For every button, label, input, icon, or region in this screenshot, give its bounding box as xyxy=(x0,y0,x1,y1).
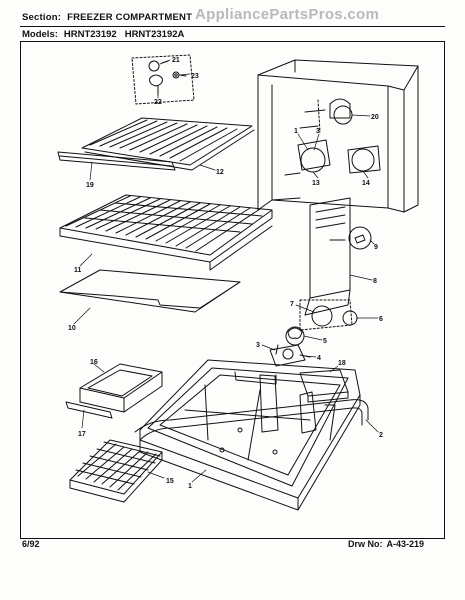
callout-19: 19 xyxy=(86,182,94,189)
callout-numbers: 21 23 22 20 1 3 13 14 12 19 9 8 11 10 7 … xyxy=(68,57,383,490)
grid-shelf xyxy=(59,194,273,271)
model-number-1: HRNT23192 xyxy=(63,29,117,40)
callout-21: 21 xyxy=(172,57,180,64)
watermark: AppliancePartsPros.com xyxy=(195,6,380,23)
callout-20: 20 xyxy=(371,114,379,121)
section-value: FREEZER COMPARTMENT xyxy=(67,12,193,23)
drawing-number-value: A-43-219 xyxy=(386,539,425,549)
freezer-liner-cabinet xyxy=(257,59,419,213)
callout-8: 8 xyxy=(373,278,377,285)
callout-11: 11 xyxy=(74,267,82,274)
ice-cube-tray xyxy=(69,439,163,503)
ice-storage-bin xyxy=(79,363,163,413)
drawing-number: Drw No:A-43-219 xyxy=(348,539,424,549)
callout-1-lower: 1 xyxy=(188,483,192,490)
callout-2: 2 xyxy=(379,432,383,439)
freezer-bottom-pan xyxy=(139,359,361,511)
callout-10: 10 xyxy=(68,325,76,332)
revision-date: 6/92 xyxy=(22,539,40,549)
callout-7: 7 xyxy=(290,301,294,308)
callout-15: 15 xyxy=(166,478,174,485)
models-header: Models: HRNT23192 HRNT23192A xyxy=(22,29,184,40)
section-label: Section: xyxy=(22,12,62,23)
callout-9: 9 xyxy=(374,244,378,251)
header-divider xyxy=(20,26,445,27)
callout-14: 14 xyxy=(362,180,370,187)
callout-16: 16 xyxy=(90,359,98,366)
evaporator-cover xyxy=(304,197,372,316)
wire-shelf xyxy=(81,117,255,171)
shelf-insulation-pan xyxy=(59,269,241,313)
callout-1-upper: 1 xyxy=(294,128,298,135)
callout-13: 13 xyxy=(312,180,320,187)
fan-motor-assembly xyxy=(269,299,358,367)
callout-5: 5 xyxy=(323,338,327,345)
bin-handle xyxy=(65,401,113,419)
callout-17: 17 xyxy=(78,431,86,438)
callout-4: 4 xyxy=(317,355,321,362)
callout-18: 18 xyxy=(338,360,346,367)
callout-6: 6 xyxy=(379,316,383,323)
models-label: Models: xyxy=(22,29,58,40)
callout-22: 22 xyxy=(154,99,162,106)
callout-3-lower: 3 xyxy=(256,342,260,349)
callout-12: 12 xyxy=(216,169,224,176)
callout-23: 23 xyxy=(191,73,199,80)
drawing-number-label: Drw No: xyxy=(348,539,383,549)
light-socket-inset xyxy=(131,54,195,105)
model-number-2: HRNT23192A xyxy=(124,29,185,40)
section-header: Section: FREEZER COMPARTMENT xyxy=(22,12,192,23)
insulation-block xyxy=(299,369,349,403)
callout-3-upper: 3 xyxy=(316,128,320,135)
diagram-frame xyxy=(20,41,445,539)
shelf-trim xyxy=(57,151,176,171)
callout-leaders xyxy=(73,59,379,483)
front-rail-molding xyxy=(134,399,369,441)
